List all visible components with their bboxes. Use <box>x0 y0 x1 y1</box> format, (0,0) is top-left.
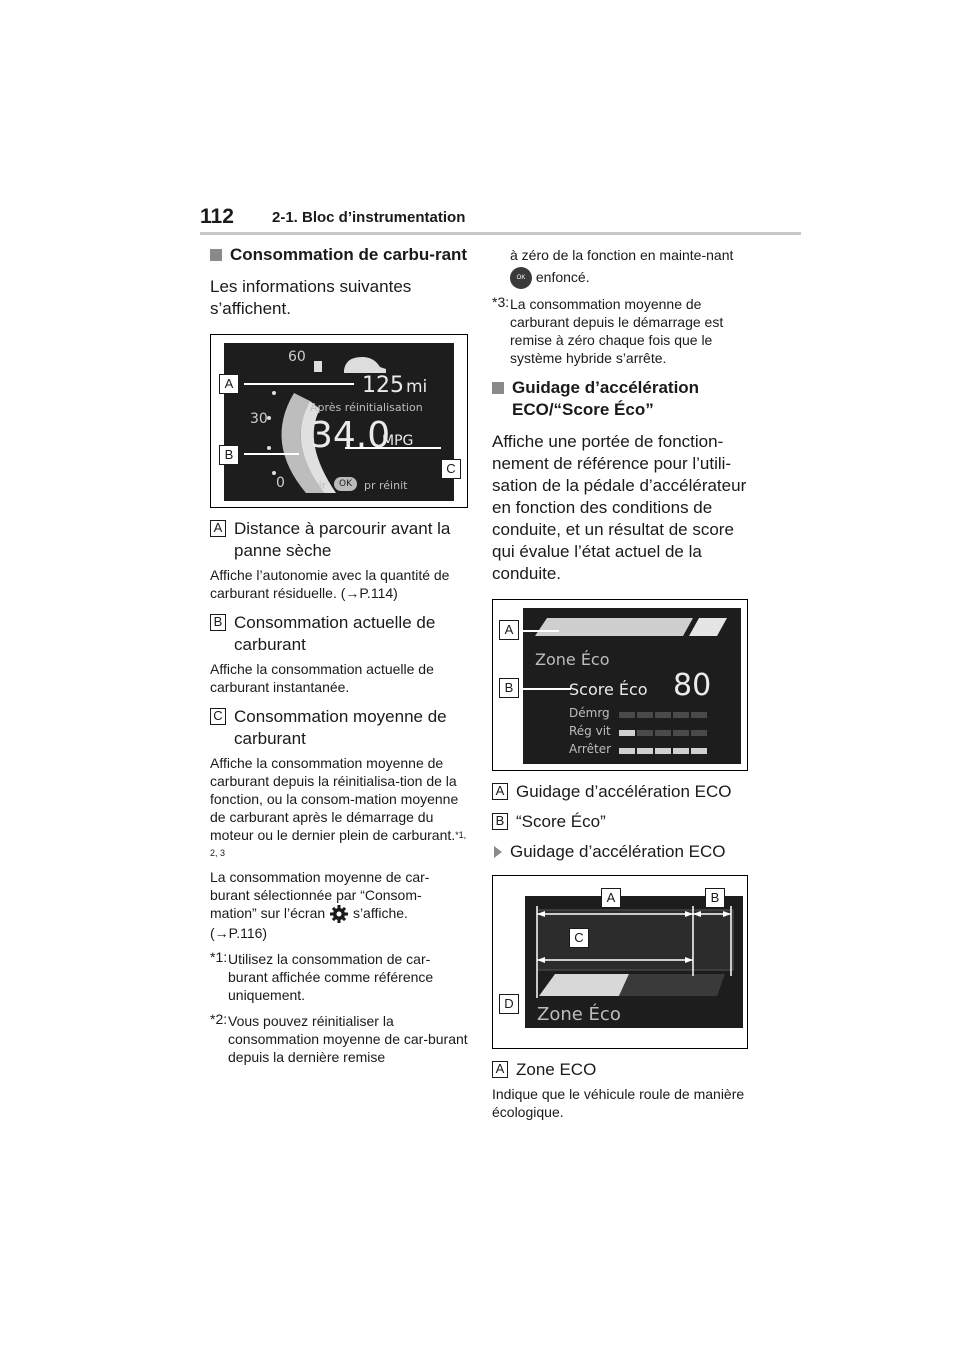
label-b: B <box>492 813 508 831</box>
eco-zone-figure: Zone Éco A B C D <box>492 875 748 1050</box>
ok-button-icon: OK <box>510 267 532 290</box>
range-value: 125 <box>362 373 404 398</box>
eco-item-a: A Guidage d’accélération ECO <box>492 781 752 803</box>
item-c-title-text: Consommation moyenne de carburant <box>234 707 447 748</box>
footnote-1-mark: *1: <box>210 949 228 966</box>
footnote-3-mark: *3: <box>492 294 510 311</box>
gauge-scale-30: 30 <box>250 411 268 427</box>
eco-score-value: 80 <box>673 668 712 704</box>
footnote-2: *2: Vous pouvez réinitialiser la consomm… <box>210 1011 468 1066</box>
gauge-scale-60: 60 <box>288 349 306 365</box>
callout-line-a <box>519 630 559 633</box>
footnote-2-cont-post: enfoncé. <box>535 269 590 285</box>
callout-a: A <box>601 888 621 909</box>
ok-icon: OK <box>334 477 357 491</box>
range-unit: mi <box>406 377 428 397</box>
callout-c: C <box>569 928 589 949</box>
heading-text: Guidage d’accélération ECO/“Score Éco” <box>512 378 700 420</box>
zone-item-desc: Indique que le véhicule roule de manière… <box>492 1086 745 1121</box>
callout-b: B <box>219 445 239 465</box>
eco-stop-label: Arrêter <box>569 742 612 757</box>
eco-item-b: B “Score Éco” <box>492 811 752 833</box>
item-c-desc-text: Affiche la consommation moyenne de carbu… <box>210 755 459 843</box>
callout-a: A <box>219 374 239 394</box>
fuel-gauge-figure: 60 30 0 125 mi Après réinitialisation 34… <box>210 334 468 508</box>
heading-text: Consommation de carbu-rant <box>230 245 468 264</box>
callout-line-c <box>345 447 441 449</box>
footnote-3: *3: La consommation moyenne de carburant… <box>492 294 752 367</box>
item-a-title-text: Distance à parcourir avant la panne sèch… <box>234 519 451 560</box>
footnote-1-text: Utilisez la consommation de car-burant a… <box>228 951 434 1004</box>
eco-score-label: Score Éco <box>569 680 648 700</box>
item-b-title-text: Consommation actuelle de carburant <box>234 613 436 654</box>
label-b: B <box>210 614 226 631</box>
footnote-1: *1: Utilisez la consommation de car-bura… <box>210 949 468 1004</box>
label-a: A <box>492 783 508 801</box>
item-c-desc2-post: s’affiche. (→P.116) <box>210 905 408 942</box>
gauge-scale-0: 0 <box>276 475 285 491</box>
callout-line-b <box>519 688 571 691</box>
callout-a: A <box>499 620 519 641</box>
intro-text: Les informations suivantes s’affichent. <box>210 277 412 318</box>
item-c-footnote-ref: *1, 2, 3 <box>210 830 467 858</box>
footnote-2-mark: *2: <box>210 1011 228 1028</box>
reset-label: pr réinit <box>364 479 408 492</box>
heading-eco-guidance: Guidage d’accélération ECO/“Score Éco” <box>492 377 752 421</box>
footnote-2-text: Vous pouvez réinitialiser la consommatio… <box>228 1013 468 1066</box>
label-a: A <box>492 1061 508 1079</box>
eco-sub-heading: Guidage d’accélération ECO <box>492 841 752 863</box>
fuel-gauge-screen: 60 30 0 125 mi Après réinitialisation 34… <box>224 343 454 501</box>
item-b-desc: Affiche la consommation actuelle de carb… <box>210 661 434 695</box>
eco-start-label: Démrg <box>569 706 610 721</box>
eco-score-screen: Zone Éco Score Éco 80 Démrg Rég vit Arrê… <box>523 608 741 765</box>
eco-guidance-bar-icon <box>535 618 727 637</box>
avg-unit: MPG <box>382 433 414 449</box>
item-a-title: A Distance à parcourir avant la panne sè… <box>210 518 468 562</box>
eco-speed-label: Rég vit <box>569 724 611 739</box>
square-bullet-icon <box>210 249 222 261</box>
footnote-2-cont-pre: à zéro de la fonction en mainte-nant <box>510 247 734 263</box>
right-column: à zéro de la fonction en mainte-nant OK … <box>492 244 752 1121</box>
item-a-desc: Affiche l’autonomie avec la quantité de … <box>210 567 450 601</box>
item-c-desc: Affiche la consommation moyenne de carbu… <box>210 754 468 862</box>
header-rule <box>200 232 801 235</box>
eco-item-b-text: “Score Éco” <box>516 812 606 832</box>
eco-score-figure: Zone Éco Score Éco 80 Démrg Rég vit Arrê… <box>492 599 748 772</box>
after-reset-label: Après réinitialisation <box>310 401 423 414</box>
eco-intro: Affiche une portée de fonction-nement de… <box>492 432 747 584</box>
page-number: 112 <box>200 205 234 228</box>
callout-c: C <box>441 459 461 479</box>
callout-b: B <box>705 888 725 909</box>
callout-line-b <box>244 453 299 455</box>
gear-icon <box>330 905 349 924</box>
eco-score-bars-icon <box>619 712 707 755</box>
label-c: C <box>210 708 226 725</box>
zone-item-title-text: Zone ECO <box>516 1060 597 1080</box>
eco-zone-text: Zone Éco <box>537 1004 621 1026</box>
eco-zone-screen: Zone Éco <box>525 896 743 1029</box>
hold-label: Tenir <box>300 479 327 492</box>
square-bullet-icon <box>492 382 504 395</box>
item-b-title: B Consommation actuelle de carburant <box>210 612 468 656</box>
section-title: 2-1. Bloc d’instrumentation <box>272 209 466 226</box>
dimension-arrows-icon <box>536 906 732 999</box>
eco-item-a-text: Guidage d’accélération ECO <box>516 782 732 802</box>
triangle-bullet-icon <box>494 846 502 859</box>
callout-d: D <box>499 994 519 1015</box>
fuel-gauge-arc-icon <box>267 357 386 493</box>
left-column: Consommation de carbu-rant Les informati… <box>210 244 468 1066</box>
item-c-desc2-pre: La consommation moyenne de car-burant sé… <box>210 869 430 921</box>
eco-zone-label: Zone Éco <box>535 650 610 670</box>
zone-item-title: A Zone ECO <box>492 1059 752 1081</box>
avg-value: 34.0 <box>310 415 391 456</box>
footnote-3-text: La consommation moyenne de carburant dep… <box>510 296 724 367</box>
item-c-desc2: La consommation moyenne de car-burant sé… <box>210 868 468 942</box>
footnote-2-cont: à zéro de la fonction en mainte-nant OK … <box>492 244 752 290</box>
callout-b: B <box>499 678 519 699</box>
item-c-title: C Consommation moyenne de carburant <box>210 706 468 750</box>
eco-sub-heading-text: Guidage d’accélération ECO <box>510 842 726 862</box>
label-a: A <box>210 520 226 537</box>
heading-fuel-consumption: Consommation de carbu-rant <box>210 244 468 266</box>
callout-line-a <box>244 383 354 385</box>
